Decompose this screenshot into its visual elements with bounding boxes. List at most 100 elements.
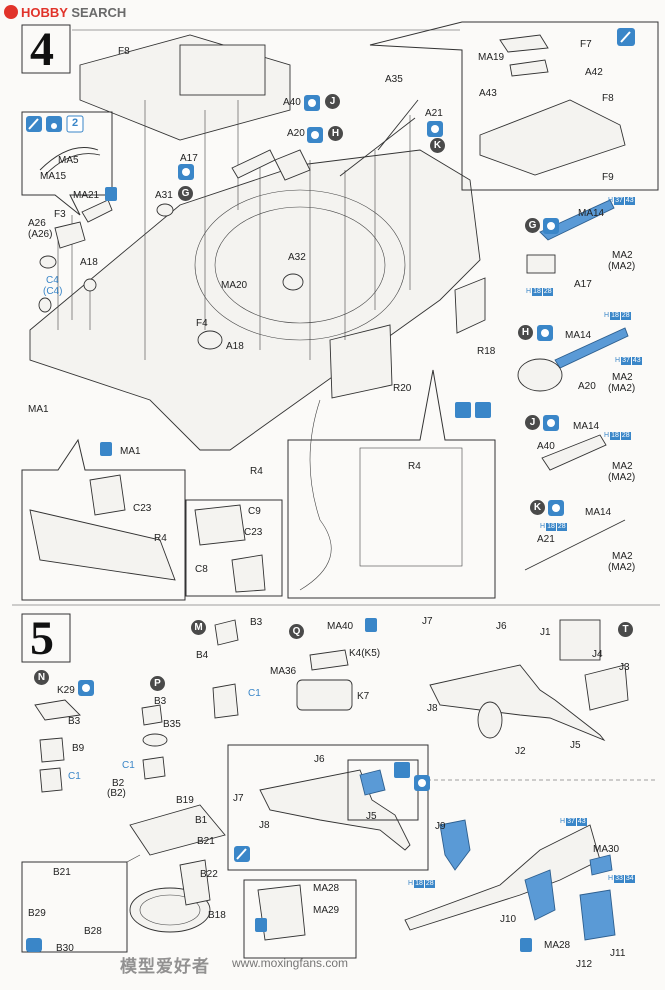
part-ma19: [509, 59, 549, 77]
part-a21-detail: [524, 519, 626, 571]
count-badge: 2: [72, 117, 79, 129]
part-k4: [309, 649, 349, 671]
label-a26: A26: [28, 218, 46, 229]
label-b19: B19: [176, 795, 194, 806]
label-c1-m: C1: [248, 688, 261, 699]
turret-ring-inner: [214, 206, 386, 324]
hull-upper: [29, 149, 481, 451]
label-j12: J12: [576, 959, 593, 970]
part-r4-detail: [359, 447, 463, 567]
label-ma40: MA40: [327, 621, 354, 632]
letter-j: J: [325, 94, 340, 109]
part-ma21: [81, 199, 113, 223]
letter-g-right: G: [525, 218, 540, 233]
label-a17-g: A17: [574, 279, 592, 290]
label-c1-p: C1: [122, 760, 135, 771]
part-b3: [214, 619, 239, 646]
part-r20: [329, 324, 393, 399]
label-j7-t: J7: [422, 616, 433, 627]
watermark-text: 模型爱好者: [120, 957, 210, 976]
letter-k-right: K: [530, 500, 545, 515]
part-j9: [439, 819, 471, 871]
label-a18-b: A18: [226, 341, 244, 352]
label-c8: C8: [195, 564, 208, 575]
part-k29: [34, 699, 81, 721]
label-b4: B4: [196, 650, 209, 661]
label-b1: B1: [195, 815, 208, 826]
part-f4: [197, 330, 223, 350]
label-ma2-h: MA2: [612, 372, 633, 383]
part-c23: [89, 474, 126, 516]
part-ma5: [39, 147, 99, 171]
r4-inset: [287, 369, 496, 599]
label-ma2-k: MA2: [612, 551, 633, 562]
label-ma2-j: MA2: [612, 461, 633, 472]
label-a26-alt: (A26): [28, 229, 53, 240]
label-ma1: MA1: [28, 404, 49, 415]
gun-j-inset: [259, 769, 411, 851]
part-c9: [194, 504, 246, 546]
part-c1: [212, 683, 239, 719]
letter-g: G: [178, 186, 193, 201]
part-ma29: [257, 884, 306, 941]
part-a40-detail: [541, 434, 607, 471]
part-c1-p: [142, 756, 166, 780]
part-ma30: [589, 854, 613, 876]
f-inset: [369, 21, 659, 191]
label-j3: J3: [619, 662, 630, 673]
label-j5-inset: J5: [366, 811, 377, 822]
label-f3: F3: [54, 209, 66, 220]
label-f7: F7: [580, 39, 592, 50]
label-j2: J2: [515, 746, 526, 757]
label-ma21: MA21: [73, 190, 100, 201]
letter-k: K: [430, 138, 445, 153]
label-f8: F8: [118, 46, 130, 57]
label-a40: A40: [283, 97, 301, 108]
label-r18: R18: [477, 346, 496, 357]
part-c4: [38, 297, 52, 313]
part-j10: [524, 869, 556, 921]
label-c23: C23: [133, 503, 152, 514]
label-j8-t: J8: [427, 703, 438, 714]
letter-m: M: [191, 620, 206, 635]
label-j11: J11: [610, 948, 626, 959]
turret-ring: [194, 189, 406, 341]
part-a31: [156, 203, 174, 217]
part-b9: [39, 737, 65, 763]
label-b3-n: B3: [68, 716, 81, 727]
c-subinset: [185, 499, 283, 597]
part-r4-inset: [29, 509, 176, 581]
part-j11: [579, 889, 616, 941]
label-b22: B22: [200, 869, 218, 880]
part-ma14-h: [554, 327, 629, 369]
label-a35: A35: [385, 74, 403, 85]
part-a26: [39, 255, 57, 269]
part-ma15: [44, 153, 101, 176]
letter-j-right: J: [525, 415, 540, 430]
part-a40: [231, 149, 276, 179]
label-ma28: MA28: [544, 940, 571, 951]
label-ma20: MA20: [221, 280, 248, 291]
label-ma14-g: MA14: [578, 208, 605, 219]
label-b2: B2: [112, 778, 125, 789]
part-a18: [83, 278, 97, 292]
label-k29: K29: [57, 685, 75, 696]
label-a43: A43: [479, 88, 497, 99]
label-j6-inset: J6: [314, 754, 325, 765]
label-a42: A42: [585, 67, 603, 78]
label-ma2-j-alt: (MA2): [608, 472, 636, 483]
label-j1: J1: [540, 627, 551, 638]
logo-mark: [4, 5, 18, 19]
letter-h: H: [328, 126, 343, 141]
part-a32: [282, 273, 304, 291]
label-a21: A21: [425, 108, 443, 119]
label-r4: R4: [250, 466, 263, 477]
label-k7: K7: [357, 691, 370, 702]
part-j5-blue: [359, 769, 386, 796]
